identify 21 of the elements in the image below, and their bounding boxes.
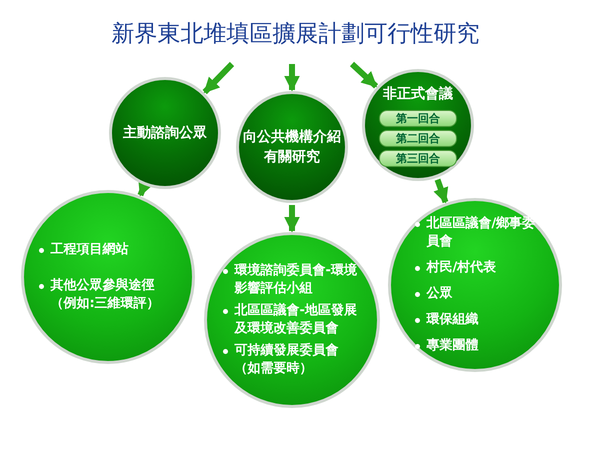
diagram-title: 新界東北堆填區擴展計劃可行性研究 — [110, 20, 480, 49]
round-label: 第二回合 — [379, 130, 457, 146]
arrow — [433, 178, 448, 204]
circle-heading: 非正式會議 — [382, 84, 454, 104]
bullet-item: 村民/村代表 — [414, 259, 536, 277]
round-label: 第三回合 — [379, 150, 457, 166]
bullet-item: 北區區議會-地區發展及環境改善委員會 — [222, 302, 362, 338]
arrow — [284, 64, 300, 92]
bullet-item: 其他公眾參與途徑（例如:三維環評） — [38, 277, 178, 313]
bullet-item: 環保組織 — [414, 311, 536, 329]
bullet-item: 公眾 — [414, 285, 536, 303]
circle-heading: 主動諮詢公眾 — [122, 124, 208, 143]
bullet-item: 工程項目網站 — [38, 241, 178, 259]
bullet-item: 可持續發展委員會（如需要時） — [222, 342, 362, 378]
arrow — [284, 205, 300, 233]
arrow — [202, 62, 234, 94]
round-label: 第一回合 — [379, 110, 457, 126]
bullet-item: 專業團體 — [414, 337, 536, 355]
arrow — [350, 62, 378, 88]
bullet-item: 環境諮詢委員會-環境影響評估小組 — [222, 262, 362, 298]
circle-heading: 向公共機構介紹有關研究 — [242, 128, 342, 167]
